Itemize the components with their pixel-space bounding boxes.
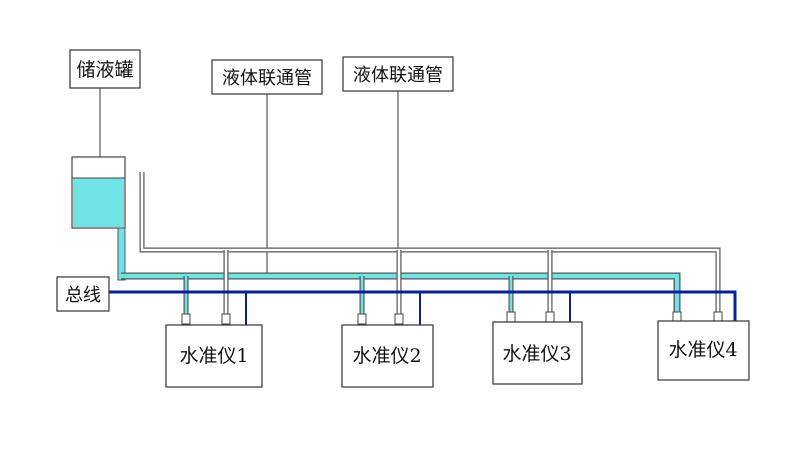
svg-text:水准仪3: 水准仪3 (502, 343, 571, 365)
instrument-4: 水准仪4 (657, 320, 750, 381)
instrument-1: 水准仪1 (165, 324, 263, 388)
storage-tank (71, 156, 126, 229)
tank-outlet-pipe (117, 227, 126, 281)
instrument-3: 水准仪3 (492, 321, 583, 385)
air-drop-pipes (223, 250, 553, 322)
svg-text:储液罐: 储液罐 (76, 59, 133, 81)
liquid-pipe-label-2: 液体联通管 (342, 56, 454, 92)
tank-label: 储液罐 (69, 49, 141, 89)
liquid-pipe-label-1: 液体联通管 (211, 59, 323, 95)
liquid-drop-pipes (183, 276, 514, 320)
svg-text:水准仪4: 水准仪4 (668, 339, 737, 361)
instrument-2: 水准仪2 (341, 324, 434, 388)
svg-text:水准仪1: 水准仪1 (179, 345, 248, 367)
svg-text:总线: 总线 (65, 285, 101, 306)
bus-line (109, 290, 737, 326)
bus-label: 总线 (56, 276, 110, 312)
svg-text:水准仪2: 水准仪2 (352, 345, 421, 367)
pipe-fittings (181, 311, 723, 325)
svg-text:液体联通管: 液体联通管 (353, 65, 443, 86)
svg-text:液体联通管: 液体联通管 (222, 68, 312, 89)
liquid-connecting-pipe (121, 272, 681, 318)
air-connecting-pipe (139, 172, 721, 318)
